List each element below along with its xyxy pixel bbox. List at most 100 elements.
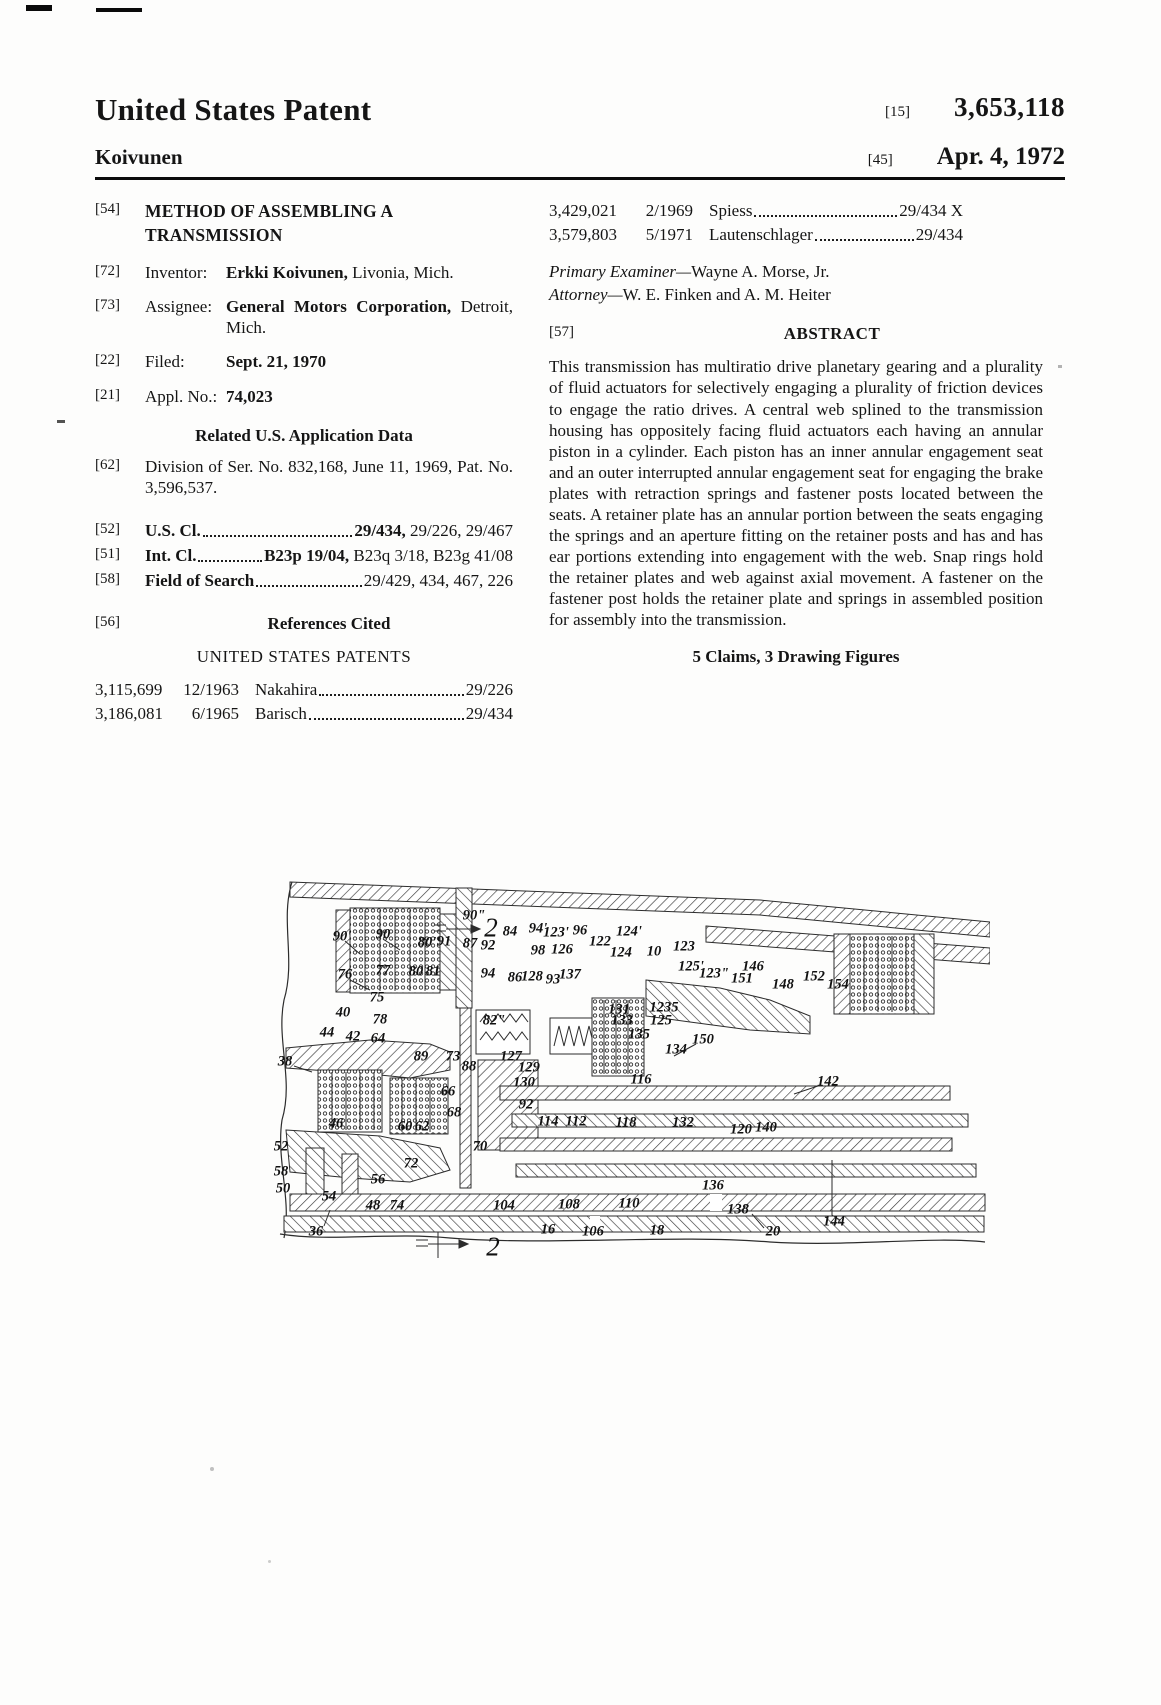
- figure-ref-numeral: 20: [766, 1224, 781, 1241]
- figure-ref-numeral: 44: [320, 1025, 335, 1042]
- dotted-leader: [319, 679, 463, 696]
- figure-ref-numeral: 144: [823, 1214, 845, 1231]
- inventor-surname: Koivunen: [95, 145, 183, 170]
- figure-ref-numeral: 114: [538, 1114, 559, 1131]
- ref-date: 5/1971: [633, 224, 693, 245]
- figure-ref-numeral: 94: [481, 966, 496, 983]
- header-row-1: United States Patent [15] 3,653,118: [95, 92, 1065, 128]
- ref-class: 29/226: [466, 679, 513, 700]
- references-tag: [56]: [95, 613, 145, 634]
- attorney-line: Attorney—W. E. Finken and A. M. Heiter: [549, 284, 1065, 305]
- figure-ref-numeral: 74: [390, 1198, 405, 1215]
- figure-ref-numeral: 118: [616, 1115, 637, 1132]
- figure-ref-numeral: 123: [673, 939, 695, 956]
- dotted-leader: [754, 200, 897, 217]
- figure-ref-numeral: 36: [309, 1224, 324, 1241]
- us-cl-value-rest: 29/226, 29/467: [406, 521, 513, 540]
- figure-ref-numeral: 58: [274, 1164, 289, 1181]
- figure-ref-numeral: 148: [772, 977, 794, 994]
- figure-ref-numeral: 60: [398, 1119, 413, 1136]
- field-search-label: Field of Search: [145, 570, 254, 591]
- ref-number: 3,429,021: [549, 200, 633, 221]
- filed-value: Sept. 21, 1970: [226, 351, 326, 372]
- figure-ref-numeral: 90: [376, 927, 391, 944]
- scan-artifact-speck: [210, 1467, 214, 1471]
- ref-number: 3,186,081: [95, 703, 179, 724]
- us-cl-body: U.S. Cl. 29/434, 29/226, 29/467: [145, 520, 513, 541]
- reference-row: 3,186,081 6/1965 Barisch 29/434: [95, 703, 513, 724]
- us-cl-value: 29/434, 29/226, 29/467: [354, 520, 513, 541]
- attorney-name: W. E. Finken and A. M. Heiter: [623, 285, 831, 304]
- scan-artifact-tick: [57, 420, 65, 423]
- inventor-tag: [72]: [95, 262, 145, 283]
- ref-date: 2/1969: [633, 200, 693, 221]
- figure-ref-numeral: 80': [418, 935, 437, 952]
- figure-ref-numeral: 126: [551, 942, 573, 959]
- abstract-tag: [57]: [549, 323, 599, 344]
- field-search-body: Field of Search 29/429, 434, 467, 226: [145, 570, 513, 591]
- ref-class: 29/434 X: [899, 200, 963, 221]
- figure-ref-numeral: 88: [462, 1059, 477, 1076]
- patent-date: Apr. 4, 1972: [937, 143, 1065, 171]
- page-title: United States Patent: [95, 92, 371, 128]
- figure-ref-numeral: 136: [702, 1178, 724, 1195]
- inventor-name: Erkki Koivunen,: [226, 263, 348, 282]
- abstract-text: This transmission has multiratio drive p…: [549, 356, 1043, 630]
- figure-ref-numeral: 92: [519, 1097, 534, 1114]
- figure-ref-numeral: 75: [370, 990, 385, 1007]
- related-data-heading: Related U.S. Application Data: [95, 425, 513, 446]
- abstract-heading-row: [57] ABSTRACT: [549, 323, 1065, 344]
- figure-ref-numeral: 125: [650, 1013, 672, 1030]
- int-cl-body: Int. Cl. B23p 19/04, B23q 3/18, B23g 41/…: [145, 545, 513, 566]
- figure-ref-numeral: 151: [731, 971, 753, 988]
- date-tag: [45]: [868, 152, 893, 169]
- figure-ref-numeral: 108: [558, 1197, 580, 1214]
- figure-ref-numeral: 116: [631, 1072, 652, 1089]
- filed-row: [22] Filed: Sept. 21, 1970: [95, 351, 513, 372]
- appl-tag: [21]: [95, 386, 145, 407]
- ref-date: 6/1965: [179, 703, 239, 724]
- assignee-row: [73] Assignee: General Motors Corporatio…: [95, 296, 513, 338]
- division-text: Division of Ser. No. 832,168, June 11, 1…: [145, 456, 513, 498]
- right-column: 3,429,021 2/1969 Spiess 29/434 X 3,579,8…: [549, 200, 1065, 727]
- figure-ref-numeral: 38: [278, 1054, 293, 1071]
- dotted-leader: [309, 703, 464, 720]
- figure-ref-numeral: 70: [473, 1139, 488, 1156]
- figure-ref-numeral: 62: [415, 1119, 430, 1136]
- figure-ref-numeral: 56: [371, 1172, 386, 1189]
- ref-name: Spiess: [709, 200, 752, 221]
- patent-number-block: [15] 3,653,118: [885, 92, 1065, 123]
- references-heading: References Cited: [145, 613, 513, 634]
- figure-ref-numeral: 64: [371, 1031, 386, 1048]
- figure-ref-numeral: 110: [619, 1196, 640, 1213]
- figure-ref-numeral: 91: [437, 934, 452, 951]
- figure-ref-numeral: 18: [650, 1223, 665, 1240]
- figure-ref-numeral: 112: [566, 1114, 587, 1131]
- ref-number: 3,579,803: [549, 224, 633, 245]
- figure-ref-numeral: 106: [582, 1224, 604, 1241]
- figure-ref-numeral: 90': [333, 929, 352, 946]
- figure-ref-numeral: 132: [672, 1115, 694, 1132]
- reference-row: 3,115,699 12/1963 Nakahira 29/226: [95, 679, 513, 700]
- figure-ref-numeral: 152: [803, 969, 825, 986]
- claims-line: 5 Claims, 3 Drawing Figures: [549, 646, 1043, 667]
- us-cl-row: [52] U.S. Cl. 29/434, 29/226, 29/467: [95, 520, 513, 541]
- us-cl-label: U.S. Cl.: [145, 520, 201, 541]
- references-continued: 3,429,021 2/1969 Spiess 29/434 X 3,579,8…: [549, 200, 963, 245]
- two-column-body: [54] METHOD OF ASSEMBLING A TRANSMISSION…: [95, 200, 1065, 727]
- dotted-leader: [203, 520, 353, 537]
- ref-class: 29/434: [466, 703, 513, 724]
- attorney-label: Attorney—: [549, 285, 623, 304]
- ref-date: 12/1963: [179, 679, 239, 700]
- scan-artifact-dash: [96, 8, 142, 12]
- references-cited-row: [56] References Cited: [95, 613, 513, 634]
- figure-ref-numeral: 130: [513, 1075, 535, 1092]
- int-cl-label: Int. Cl.: [145, 545, 196, 566]
- figure-ref-numeral: 76: [338, 967, 353, 984]
- assignee-label: Assignee:: [145, 296, 226, 338]
- appl-label: Appl. No.:: [145, 386, 226, 407]
- figure-ref-numeral: 124: [610, 945, 632, 962]
- figure-ref-numeral: 138: [727, 1202, 749, 1219]
- title-row: [54] METHOD OF ASSEMBLING A TRANSMISSION: [95, 200, 513, 247]
- figure-ref-numeral: 2: [484, 913, 498, 944]
